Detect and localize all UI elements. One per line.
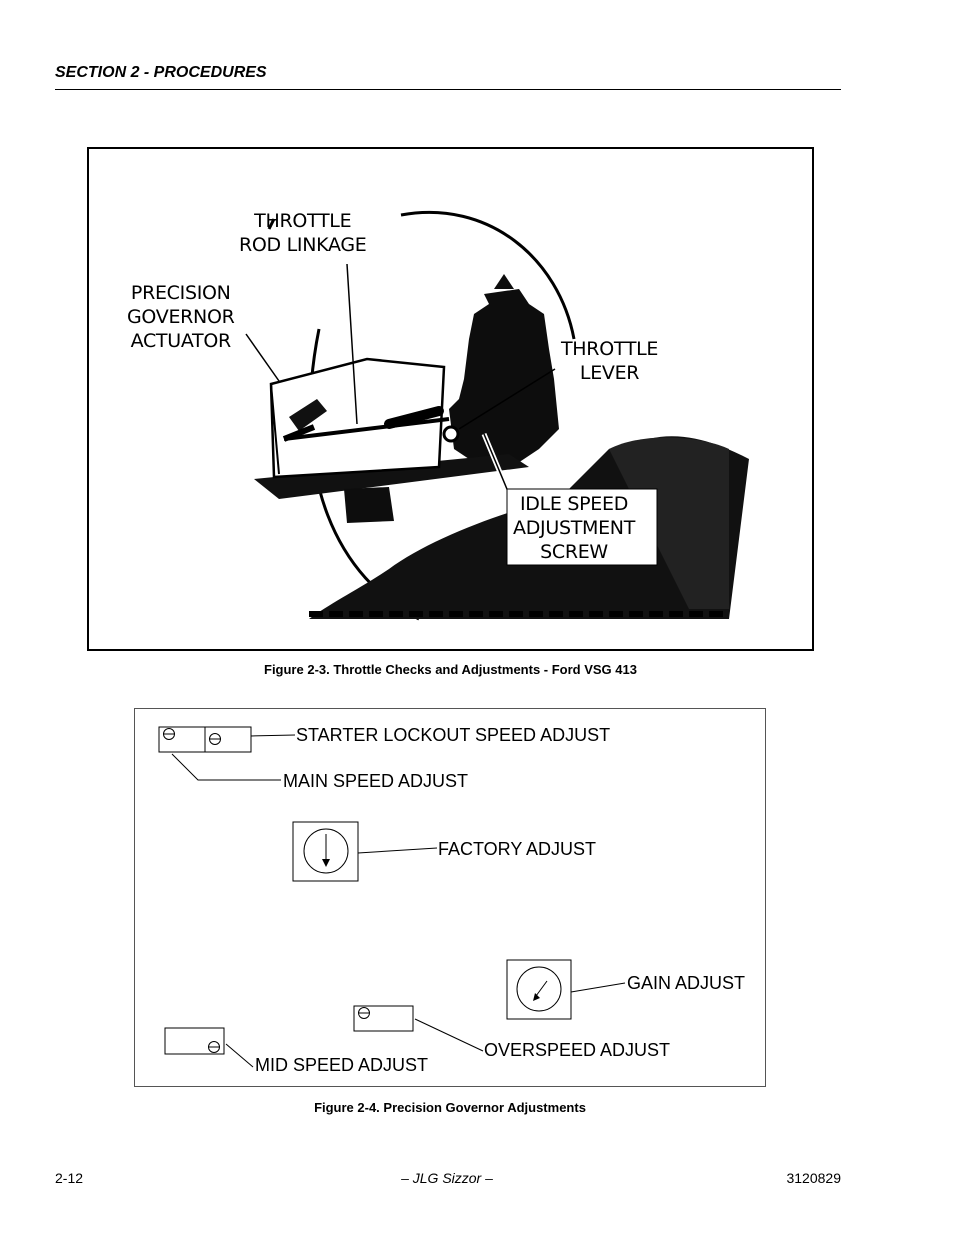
governor-diagram <box>135 709 767 1088</box>
gain-adjust-dial-icon <box>517 967 561 1011</box>
label-idle-speed-adjustment-screw: IDLE SPEED ADJUSTMENT SCREW <box>513 492 635 564</box>
label-precision-governor-actuator: PRECISION GOVERNOR ACTUATOR <box>127 281 235 353</box>
doc-number: 3120829 <box>786 1170 841 1186</box>
footer-title: – JLG Sizzor – <box>0 1170 894 1186</box>
figure-throttle-illustration: THROTTLE ROD LINKAGE PRECISION GOVERNOR … <box>87 147 814 651</box>
header-rule <box>55 89 841 90</box>
section-header: SECTION 2 - PROCEDURES <box>55 64 267 82</box>
figure-governor-adjustments: STARTER LOCKOUT SPEED ADJUST MAIN SPEED … <box>134 708 766 1087</box>
label-throttle-lever: THROTTLE LEVER <box>561 337 658 385</box>
label-factory: FACTORY ADJUST <box>438 839 596 860</box>
label-mid-speed: MID SPEED ADJUST <box>255 1055 428 1076</box>
leader-actuator <box>246 334 279 381</box>
throttle-lever-pivot <box>444 427 458 441</box>
label-throttle-rod-linkage: THROTTLE ROD LINKAGE <box>239 209 366 257</box>
label-overspeed: OVERSPEED ADJUST <box>484 1040 670 1061</box>
label-starter-lockout: STARTER LOCKOUT SPEED ADJUST <box>296 725 610 746</box>
figure-3-caption: Figure 2-3. Throttle Checks and Adjustme… <box>87 662 814 677</box>
engine-illustration <box>89 149 814 651</box>
carburetor <box>449 289 559 469</box>
figure-4-caption: Figure 2-4. Precision Governor Adjustmen… <box>134 1100 766 1115</box>
label-gain: GAIN ADJUST <box>627 973 745 994</box>
label-main-speed: MAIN SPEED ADJUST <box>283 771 468 792</box>
